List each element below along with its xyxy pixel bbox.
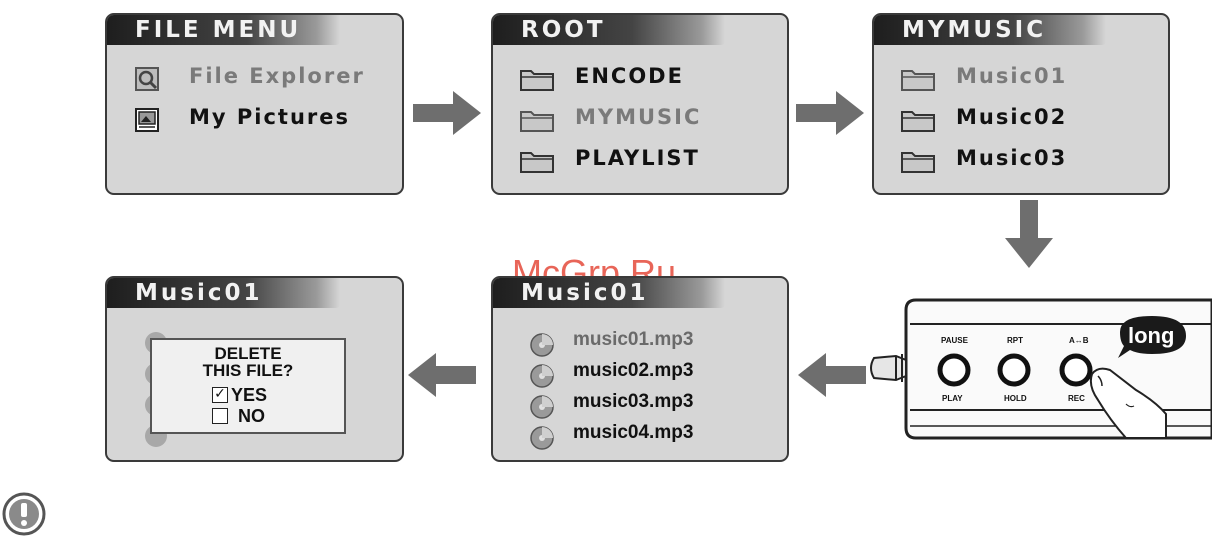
dialog-line-2: THIS FILE? — [152, 362, 344, 379]
dialog-line-1: DELETE — [152, 345, 344, 362]
mymusic-panel: MYMUSIC Music01 Music02 Music03 — [872, 13, 1170, 195]
yes-option-label[interactable]: YES — [231, 385, 267, 406]
menu-item-label: My Pictures — [189, 105, 350, 129]
panel-title: Music01 — [135, 280, 262, 306]
arrow-left-icon — [408, 350, 476, 400]
folder-icon — [900, 66, 940, 92]
arrow-left-icon — [798, 350, 866, 400]
delete-confirm-dialog: DELETE THIS FILE? ✓ YES NO — [150, 338, 346, 434]
folder-icon — [519, 148, 559, 174]
exclamation-note-icon — [2, 492, 46, 536]
magnifier-file-icon — [133, 66, 173, 92]
no-checkbox[interactable] — [212, 408, 228, 424]
device-illustration — [866, 294, 1212, 444]
folder-icon — [900, 107, 940, 133]
panel-title: FILE MENU — [135, 17, 301, 43]
panel-title-bar: FILE MENU — [107, 15, 340, 45]
ab-button-label: A↔B — [1069, 336, 1089, 345]
folder-label: Music03 — [956, 146, 1067, 170]
folder-label: MYMUSIC — [575, 105, 701, 129]
folder-icon — [519, 107, 559, 133]
panel-title-bar: MYMUSIC — [874, 15, 1106, 45]
panel-title-bar: ROOT — [493, 15, 725, 45]
no-option-label[interactable]: NO — [238, 406, 265, 427]
picture-icon — [133, 107, 173, 133]
hold-button-label: HOLD — [1004, 394, 1027, 403]
yes-checkbox[interactable]: ✓ — [212, 387, 228, 403]
folder-label: Music02 — [956, 105, 1067, 129]
disc-icon — [529, 394, 559, 420]
menu-item-label: File Explorer — [189, 64, 365, 88]
pause-button-label: PAUSE — [941, 336, 968, 345]
file-label: music02.mp3 — [573, 360, 693, 382]
folder-label: Music01 — [956, 64, 1067, 88]
file-label: music01.mp3 — [573, 329, 693, 351]
rec-button-label: REC — [1068, 394, 1085, 403]
folder-label: ENCODE — [575, 64, 684, 88]
panel-title-bar: Music01 — [107, 278, 340, 308]
panel-title: Music01 — [521, 280, 648, 306]
rpt-button-label: RPT — [1007, 336, 1023, 345]
disc-icon — [529, 425, 559, 451]
arrow-right-icon — [413, 88, 483, 138]
panel-title: MYMUSIC — [902, 17, 1046, 43]
speech-bubble-text: long — [1128, 323, 1174, 349]
folder-icon — [519, 66, 559, 92]
music01-list-panel: Music01 music01.mp3 music02.mp3 music03.… — [491, 276, 789, 462]
root-panel: ROOT ENCODE MYMUSIC PLAYLIST — [491, 13, 789, 195]
arrow-down-icon — [1003, 200, 1055, 270]
arrow-right-icon — [796, 88, 866, 138]
folder-icon — [900, 148, 940, 174]
panel-title: ROOT — [521, 17, 606, 43]
file-menu-panel: FILE MENU File Explorer My Pictures — [105, 13, 404, 195]
file-label: music04.mp3 — [573, 422, 693, 444]
disc-icon — [529, 363, 559, 389]
panel-title-bar: Music01 — [493, 278, 725, 308]
play-button-label: PLAY — [942, 394, 963, 403]
file-label: music03.mp3 — [573, 391, 693, 413]
disc-icon — [529, 332, 559, 358]
folder-label: PLAYLIST — [575, 146, 700, 170]
